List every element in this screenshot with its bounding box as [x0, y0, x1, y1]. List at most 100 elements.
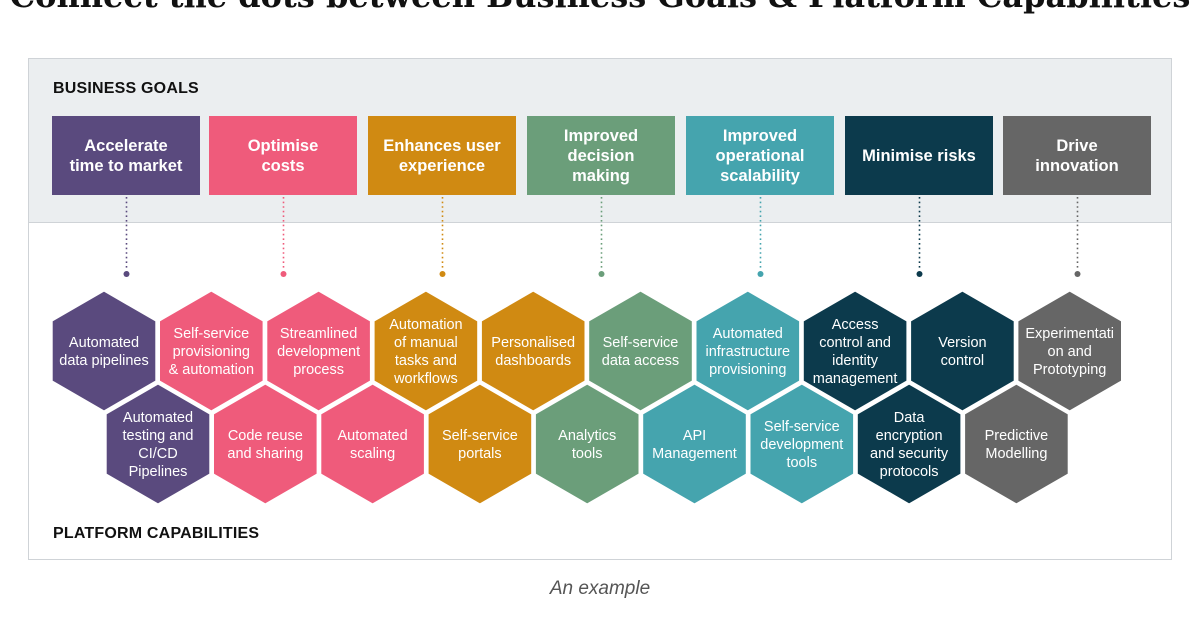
capability-hexagon	[49, 288, 159, 414]
capability-label: and security	[870, 446, 949, 462]
capability-streamlined-development-process: Streamlined development process	[264, 288, 373, 414]
capability-label: Analytics	[558, 428, 616, 444]
capability-label: Automation	[389, 317, 462, 333]
capability-access-control-and-identity-management: Access control and identity management	[800, 288, 910, 414]
capability-self-service-development-tools: Self-service development tools	[747, 381, 857, 507]
capability-hexagon	[103, 381, 213, 507]
capability-code-reuse-and-sharing: Code reuse and sharing	[211, 381, 320, 507]
capability-label: control	[941, 353, 985, 369]
capability-label: and sharing	[227, 446, 303, 462]
capability-hexagon	[425, 381, 535, 507]
connector-dot	[598, 271, 605, 277]
capability-label: Streamlined	[280, 326, 357, 342]
capability-label: tools	[572, 446, 603, 462]
page-title: Connect the dots between Business Goals …	[0, 0, 1200, 14]
capability-self-service-provisioning-automation: Self-service provisioning & automation	[157, 288, 266, 414]
goal-label: Enhances user experience	[383, 136, 501, 175]
capability-label: Self-service	[764, 419, 840, 435]
goal-improved-operational-scalability: Improved operational scalability	[686, 116, 834, 195]
connector-dot	[1074, 271, 1081, 277]
capability-label: Pipelines	[129, 464, 188, 480]
platform-capabilities-label: PLATFORM CAPABILITIES	[53, 525, 260, 542]
capability-label: workflows	[393, 371, 458, 387]
capability-label: Self-service	[603, 335, 679, 351]
capability-label: Self-service	[173, 326, 249, 342]
capability-label: Access	[832, 317, 879, 333]
capability-label: API	[683, 428, 706, 444]
capability-label: tools	[786, 455, 817, 471]
capability-api-management: API Management	[640, 381, 749, 507]
capability-label: Code reuse	[228, 428, 303, 444]
goal-improved-decision-making: Improved decision making	[527, 116, 675, 195]
capability-label: Prototyping	[1033, 362, 1106, 378]
goal-label: Drive innovation	[1035, 136, 1119, 175]
capability-label: data pipelines	[59, 353, 149, 369]
capability-label: process	[293, 362, 344, 378]
capability-analytics-tools: Analytics tools	[532, 381, 642, 507]
capability-label: Management	[652, 446, 737, 462]
capability-label: dashboards	[495, 353, 571, 369]
capability-label: Experimentati	[1025, 326, 1114, 342]
connector-dot	[123, 271, 130, 277]
capability-label: of manual	[394, 335, 458, 351]
connector-dot	[280, 271, 287, 277]
capability-version-control: Version control	[908, 288, 1017, 414]
capability-label: development	[277, 344, 360, 360]
goal-label: Optimise costs	[247, 136, 319, 175]
capability-hexagon	[371, 288, 481, 414]
capability-hexagon	[478, 288, 588, 414]
capability-label: scaling	[350, 446, 395, 462]
capability-self-service-data-access: Self-service data access	[586, 288, 695, 414]
capability-label: infrastructure	[705, 344, 790, 360]
capability-hexagon	[211, 381, 320, 507]
goal-label: Improved operational scalability	[715, 126, 805, 185]
capability-label: & automation	[169, 362, 254, 378]
capability-label: management	[813, 371, 898, 387]
goal-label: Accelerate time to market	[69, 136, 183, 175]
capability-label: Modelling	[985, 446, 1047, 462]
capability-personalised-dashboards: Personalised dashboards	[478, 288, 588, 414]
capability-hexagon	[854, 381, 964, 507]
business-goals-label: BUSINESS GOALS	[53, 80, 199, 97]
goal-minimise-risks: Minimise risks	[845, 116, 993, 195]
goal-connectors	[123, 197, 1081, 277]
capability-hexagon	[747, 381, 857, 507]
capability-hexagon	[532, 381, 642, 507]
capability-label: tasks and	[395, 353, 457, 369]
capability-label: on and	[1048, 344, 1092, 360]
goal-drive-innovation: Drive innovation	[1003, 116, 1151, 195]
capability-label: control and	[819, 335, 891, 351]
goal-accelerate-time-to-market: Accelerate time to market	[52, 116, 200, 195]
capability-label: Data	[894, 410, 926, 426]
capability-label: provisioning	[173, 344, 250, 360]
capability-automation-of-manual-tasks-and-workflows: Automation of manual tasks and workflows	[371, 288, 481, 414]
capability-label: data access	[602, 353, 679, 369]
capability-hexagon	[962, 381, 1071, 507]
goal-enhances-user-experience: Enhances user experience	[368, 116, 516, 195]
goal-label: Improved decision making	[563, 126, 639, 185]
capability-label: development	[760, 437, 843, 453]
capability-label: CI/CD	[138, 446, 177, 462]
goal-optimise-costs: Optimise costs	[209, 116, 357, 195]
capability-label: Personalised	[491, 335, 575, 351]
capability-label: protocols	[880, 464, 939, 480]
capability-label: Predictive	[985, 428, 1049, 444]
connector-dot	[439, 271, 446, 277]
capability-label: Version	[938, 335, 986, 351]
capability-label: testing and	[123, 428, 194, 444]
capability-hexagon	[586, 288, 695, 414]
capability-hexagon	[264, 288, 373, 414]
caption: An example	[549, 578, 651, 599]
capability-hexagon	[800, 288, 910, 414]
connector-dot	[916, 271, 923, 277]
capability-label: identity	[832, 353, 879, 369]
